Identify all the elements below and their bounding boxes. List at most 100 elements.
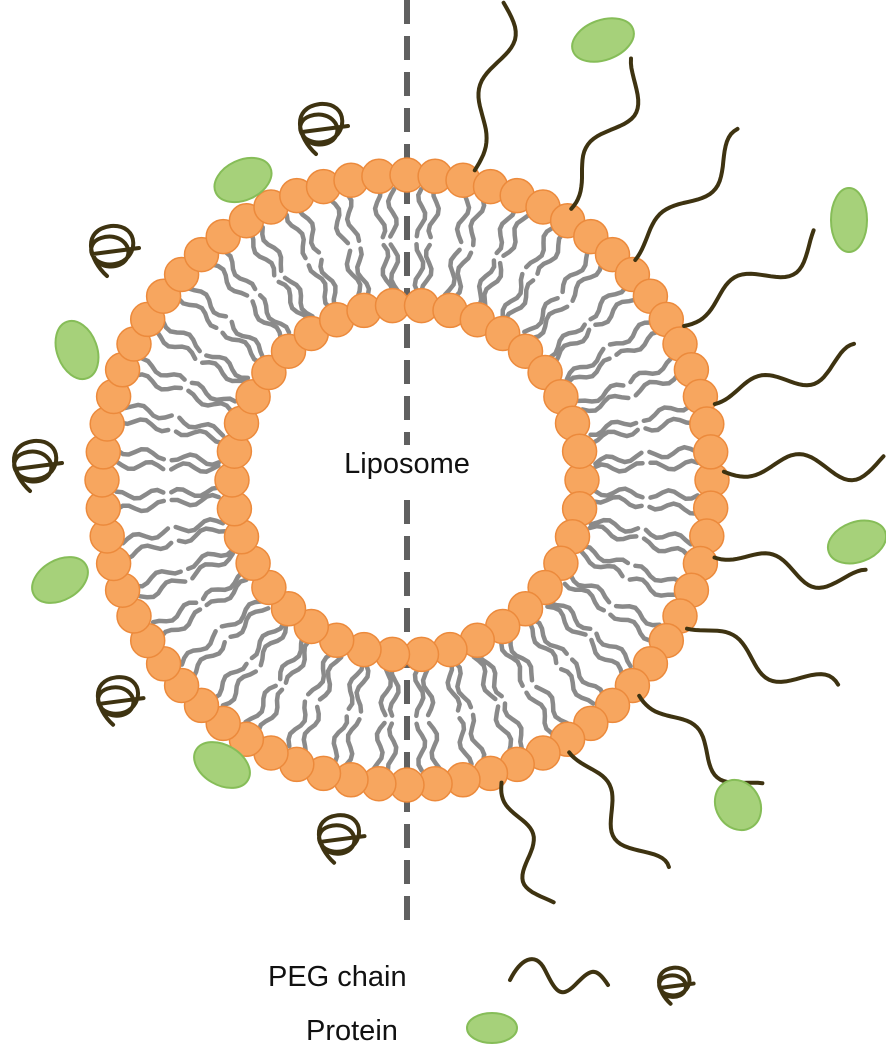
- lipid-tail: [558, 666, 596, 706]
- lipid-tail: [614, 329, 660, 357]
- lipid-tail: [378, 665, 393, 718]
- lipid-tail: [284, 212, 308, 261]
- lipid-tail: [380, 242, 395, 294]
- lipid-tail: [168, 461, 221, 474]
- protein: [713, 778, 763, 832]
- lipid-tail: [305, 651, 335, 697]
- lipid-tail: [548, 601, 593, 632]
- lipid-tail: [189, 380, 238, 404]
- lipid-tail: [331, 714, 350, 765]
- lipid-tail: [250, 299, 284, 342]
- lipid-tail: [499, 641, 525, 688]
- peg-chain-extended: [721, 452, 886, 483]
- lipid-tail: [122, 402, 174, 421]
- lipid-tail: [283, 639, 311, 685]
- lipid-tail: [200, 570, 245, 602]
- lipid-tail: [186, 388, 234, 414]
- lipid-tail: [260, 225, 284, 274]
- lipid-tail: [426, 720, 443, 772]
- lipid-tail: [286, 699, 308, 749]
- protein: [193, 741, 251, 789]
- lipid-tail: [453, 660, 474, 710]
- peg-chain-extended: [499, 780, 556, 905]
- lipid-tail: [371, 720, 387, 772]
- lipid-tail: [442, 247, 462, 298]
- lipid-tail: [223, 250, 258, 292]
- lipid-tail: [476, 258, 497, 308]
- lipid-tail: [150, 600, 199, 625]
- lipid-tail: [590, 427, 640, 446]
- lipid-tail: [482, 260, 504, 311]
- lipid-tail: [564, 346, 606, 382]
- lipid-tail: [445, 661, 462, 713]
- lipid-tail: [454, 192, 472, 245]
- lipid-tail: [648, 458, 700, 472]
- lipid-tail: [500, 271, 525, 320]
- lipid-tail: [301, 704, 321, 756]
- lipid-tail: [249, 231, 277, 278]
- lipid-tail: [249, 621, 286, 661]
- lipid-tail: [641, 536, 691, 558]
- legend-peg-extended-icon: [508, 957, 610, 995]
- protein: [826, 519, 886, 565]
- lipid-tail: [306, 263, 332, 310]
- lipid-tail: [633, 371, 681, 398]
- peg-chain-coiled: [316, 813, 367, 865]
- lipid-tail: [173, 428, 224, 446]
- lipid-tail: [115, 447, 167, 462]
- lipid-tail: [588, 419, 639, 438]
- lipid-tail: [553, 327, 592, 366]
- lipid-tail: [579, 549, 625, 579]
- lipid-tail: [204, 577, 249, 608]
- lipid-tail: [114, 459, 166, 472]
- lipid-heads: [84, 157, 730, 803]
- lipid-tail: [476, 652, 504, 699]
- lipid-tail: [190, 551, 236, 581]
- lipid-tail: [354, 662, 371, 714]
- lipid-tail: [524, 690, 554, 736]
- lipid-tail: [503, 278, 536, 321]
- lipid-tail: [529, 304, 570, 341]
- lipid-tail: [587, 523, 639, 542]
- lipid-tail: [177, 415, 226, 438]
- lipid-tail: [643, 527, 694, 547]
- lipid-tail: [545, 604, 588, 637]
- lipid-tail: [387, 666, 401, 718]
- lipid-tail: [113, 487, 166, 501]
- lipid-tail: [592, 494, 644, 510]
- lipid-tail: [534, 684, 570, 726]
- lipid-tail: [613, 603, 662, 628]
- lipid-tail: [140, 356, 187, 382]
- lipid-tail: [608, 612, 652, 643]
- lipid-tail: [344, 192, 362, 244]
- lipid-tail: [593, 486, 645, 500]
- lipid-tail: [647, 501, 699, 516]
- protein: [571, 17, 635, 63]
- lipid-tail: [346, 661, 366, 712]
- lipid-tail: [471, 654, 498, 702]
- lipid-tail: [566, 356, 612, 385]
- lipid-tail: [355, 246, 372, 298]
- legend-peg-coiled-icon: [657, 965, 696, 1006]
- lipid-tail: [258, 623, 289, 668]
- lipid-tail: [176, 296, 219, 331]
- lipid-tail: [494, 207, 518, 256]
- lipid-tail: [124, 540, 174, 562]
- lipid-tail: [372, 187, 388, 240]
- lipid-tail: [531, 617, 569, 656]
- lipid-tail: [581, 544, 631, 566]
- lipid-tail: [528, 621, 559, 666]
- legend-protein-icon: [466, 1012, 518, 1044]
- peg-chain-extended: [633, 126, 740, 262]
- lipid-tail: [593, 297, 638, 328]
- lipid-tail: [580, 393, 631, 414]
- lipid-tail: [169, 492, 221, 508]
- lipid-tail: [501, 213, 531, 259]
- lipid-head-outer: [692, 434, 729, 470]
- lipid-tail: [169, 485, 221, 499]
- lipid-tail: [468, 196, 487, 248]
- lipid-tail: [570, 261, 604, 304]
- lipid-tail: [593, 460, 645, 474]
- peg-chain-extended: [637, 693, 765, 786]
- legend-icons: [466, 957, 696, 1044]
